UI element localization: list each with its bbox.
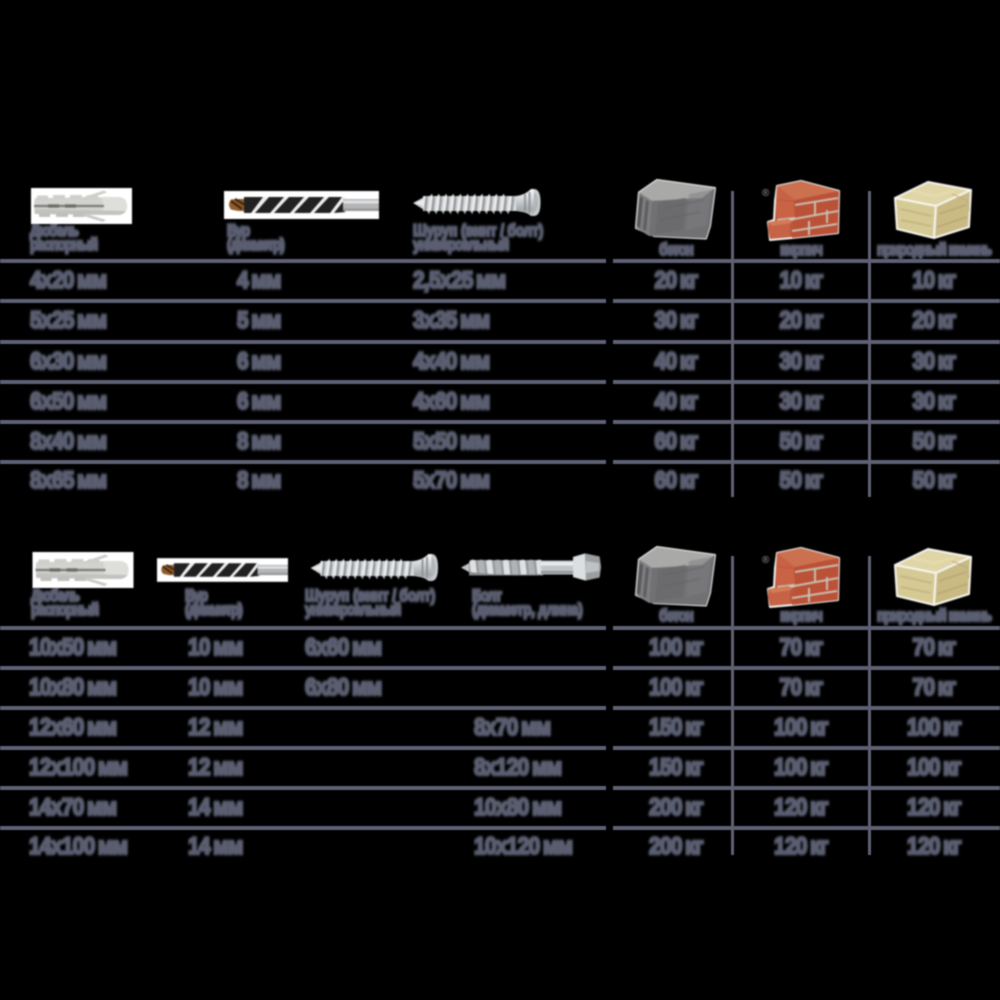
svg-text:®: ® [762,555,770,566]
svg-text:®: ® [762,188,770,199]
